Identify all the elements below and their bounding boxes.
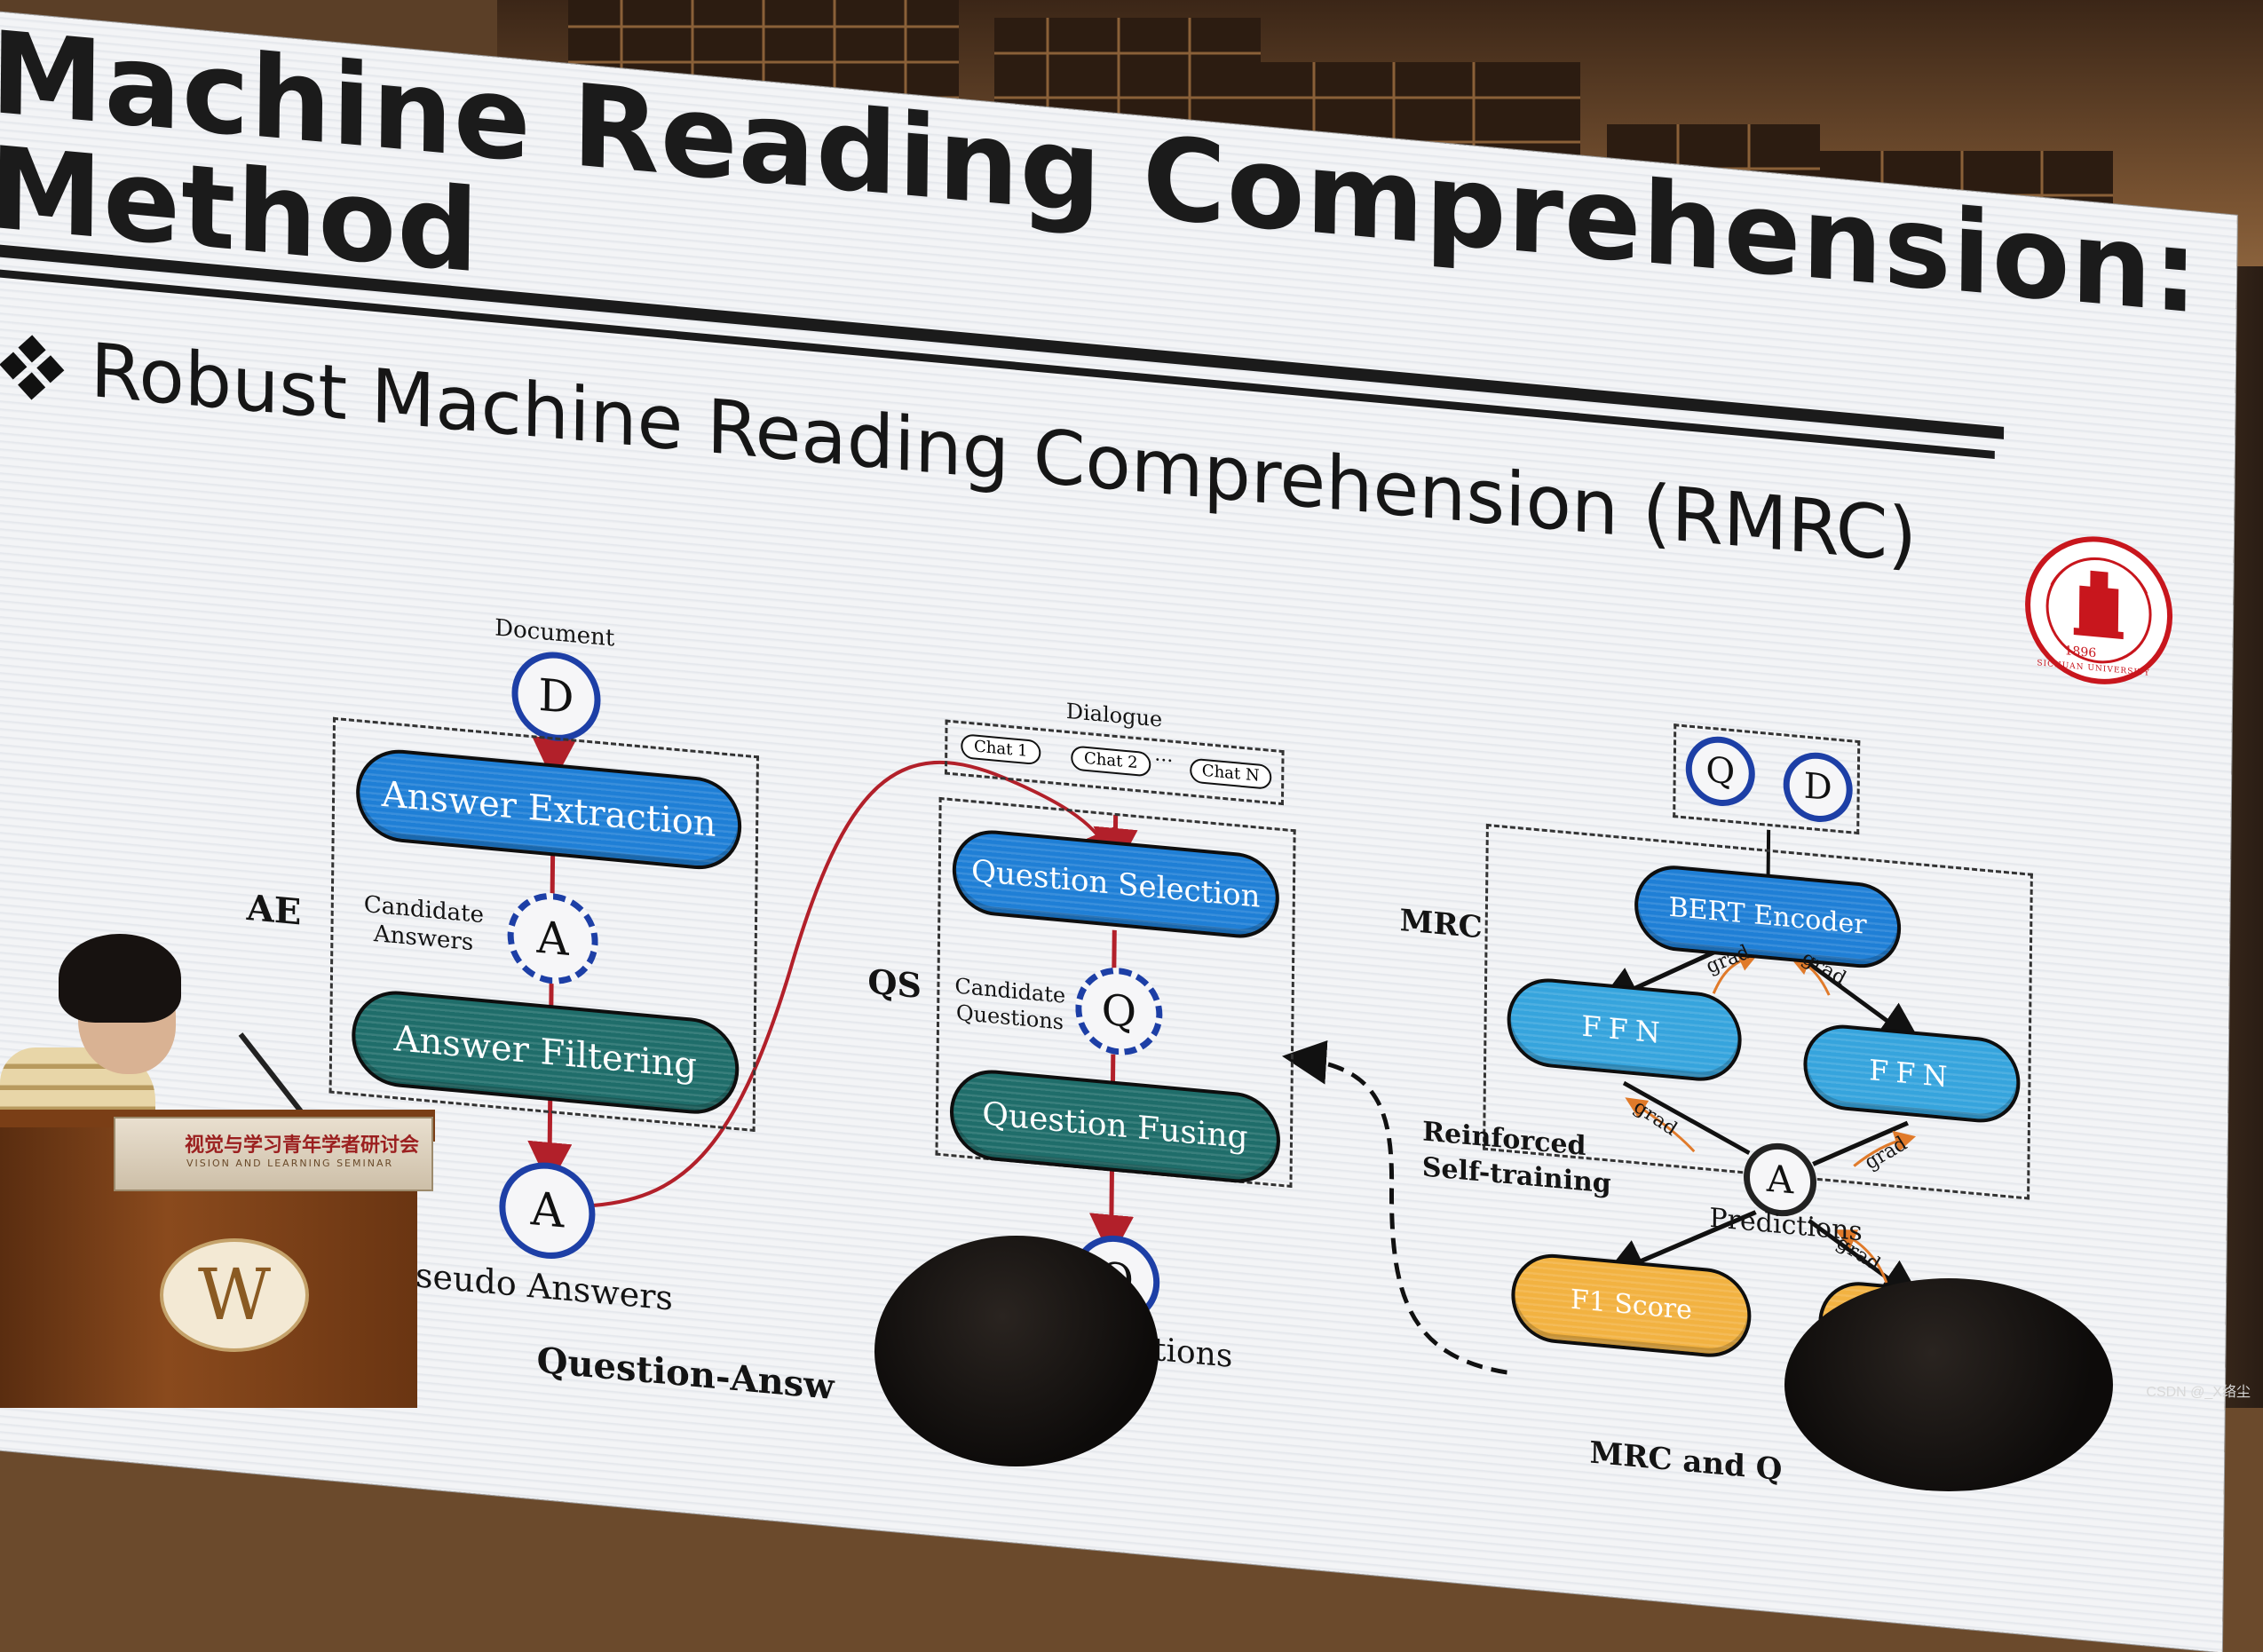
podium-logo: W	[160, 1238, 309, 1352]
audience-head-right	[1784, 1278, 2113, 1491]
qs-label: QS	[867, 961, 922, 1006]
chat-ellipsis: ···	[1154, 749, 1173, 773]
podium-sign-en: VISION AND LEARNING SEMINAR	[186, 1158, 393, 1169]
watermark: CSDN @_X络尘	[2146, 1379, 2251, 1401]
speaker-hair	[59, 934, 181, 1023]
candidate-answers-label: Candidate Answers	[363, 890, 484, 958]
mrc-label: MRC	[1399, 903, 1482, 945]
ae-label: AE	[246, 887, 301, 934]
audience-head-left	[874, 1236, 1159, 1466]
podium-sign: 视觉与学习青年学者研讨会 VISION AND LEARNING SEMINAR	[114, 1117, 433, 1191]
podium-sign-cn: 视觉与学习青年学者研讨会	[185, 1129, 419, 1158]
candidate-questions-label: Candidate Questions	[954, 972, 1065, 1035]
